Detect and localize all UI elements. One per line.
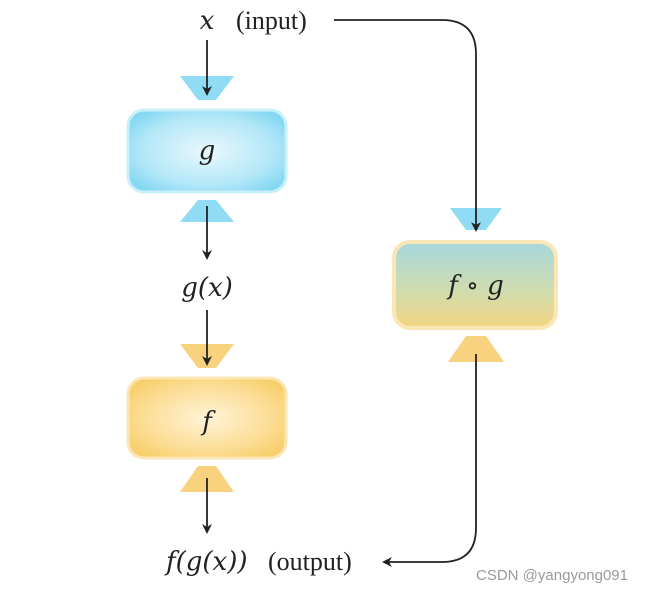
input-variable: x — [200, 6, 215, 36]
f-block-box — [126, 376, 288, 460]
arrow-input-to-composite — [334, 19, 481, 232]
composite-block-box — [392, 240, 558, 330]
output-label: (output) — [268, 547, 352, 576]
composite-block-bottom-funnel — [448, 336, 504, 362]
composite-box-label: f ∘ g — [446, 271, 504, 301]
output-expression: f(g(x)) — [164, 547, 248, 577]
arrow-composite-to-output — [382, 354, 477, 567]
watermark: CSDN @yangyong091 — [476, 567, 628, 584]
input-label: (input) — [236, 6, 307, 35]
g-block-box — [126, 108, 288, 194]
intermediate-label: g(x) — [181, 273, 233, 303]
g-box-label: g — [199, 136, 216, 166]
g-function-block — [126, 76, 288, 222]
